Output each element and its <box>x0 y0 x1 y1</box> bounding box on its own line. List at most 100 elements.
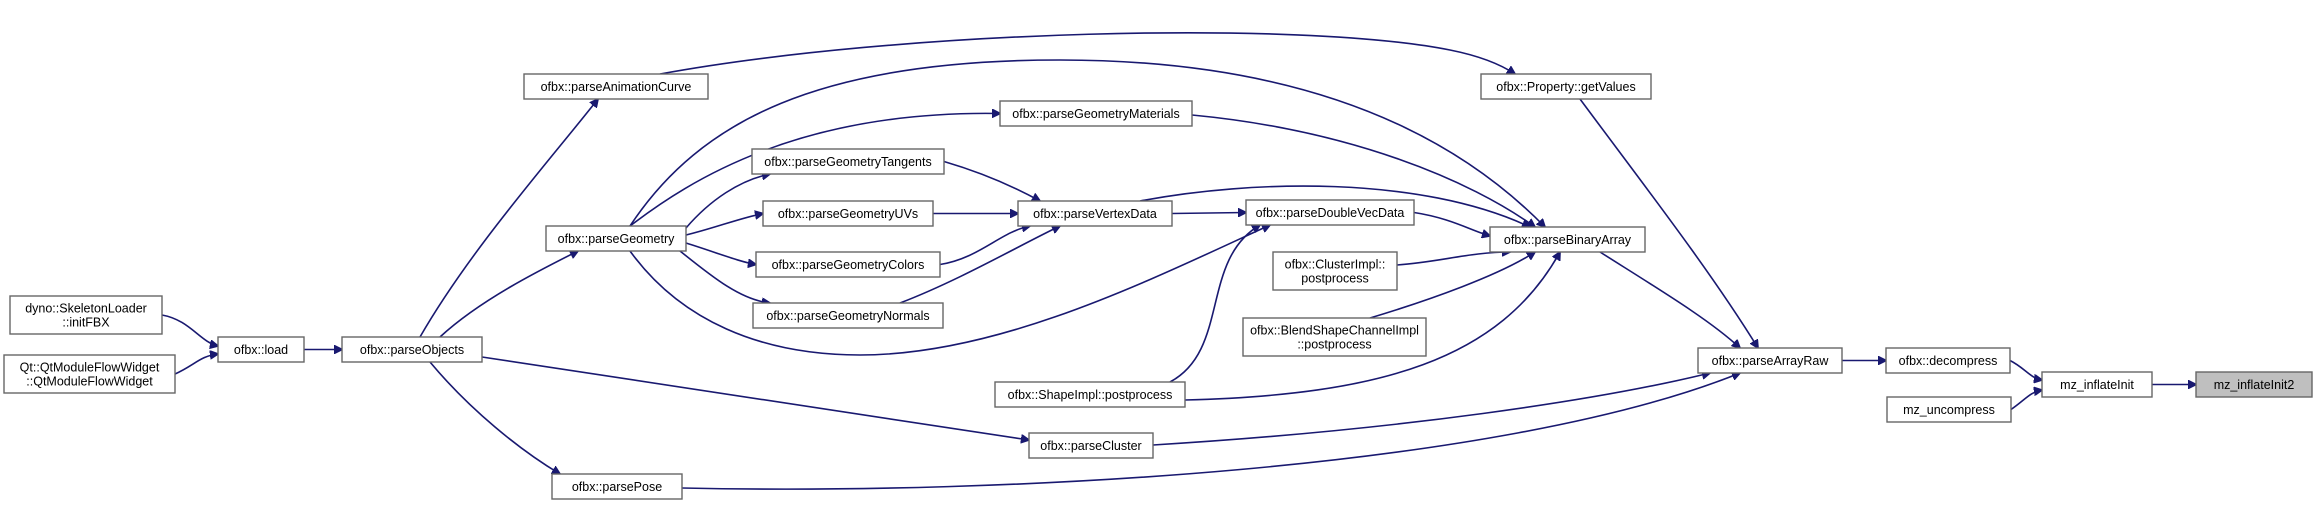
node-dyno_skeleton[interactable]: dyno::SkeletonLoader::initFBX <box>9 295 163 335</box>
node-box-parseCluster <box>1028 432 1154 459</box>
node-label-parseGeometryColors-0: ofbx::parseGeometryColors <box>772 258 925 272</box>
node-parseBinaryArray[interactable]: ofbx::parseBinaryArray <box>1489 226 1646 253</box>
edge-parseBinaryArray-to-parseArrayRaw <box>1599 251 1740 348</box>
edge-parseObjects-to-parseGeometry <box>439 251 578 338</box>
node-box-shapePostprocess <box>994 381 1186 408</box>
node-parseGeometry[interactable]: ofbx::parseGeometry <box>545 225 687 252</box>
edge-parseCluster-to-parseArrayRaw <box>1152 373 1710 446</box>
edge-shapePostprocess-to-parseDoubleVecData <box>1169 225 1260 383</box>
node-parseGeometryTangents[interactable]: ofbx::parseGeometryTangents <box>751 148 945 175</box>
edge-propertyGetValues-to-parseArrayRaw <box>1579 98 1758 348</box>
node-blendShapePostprocess[interactable]: ofbx::BlendShapeChannelImpl::postprocess <box>1242 317 1427 357</box>
node-parseGeometryMaterials[interactable]: ofbx::parseGeometryMaterials <box>999 100 1193 127</box>
node-box-propertyGetValues <box>1480 73 1652 100</box>
node-shapePostprocess[interactable]: ofbx::ShapeImpl::postprocess <box>994 381 1186 408</box>
node-mzInflateInit2[interactable]: mz_inflateInit2 <box>2195 371 2313 398</box>
edge-parseObjects-to-parseCluster <box>481 356 1029 440</box>
edge-clusterPostprocess-to-parseBinaryArray <box>1396 252 1510 266</box>
node-label-dyno_skeleton-1: ::initFBX <box>62 316 110 330</box>
edge-parseGeometryTangents-to-parseVertexData <box>943 160 1040 202</box>
node-box-dyno_skeleton <box>9 295 163 335</box>
node-parseDoubleVecData[interactable]: ofbx::parseDoubleVecData <box>1245 199 1415 226</box>
node-label-parseDoubleVecData-0: ofbx::parseDoubleVecData <box>1256 206 1405 220</box>
node-parseGeometryUVs[interactable]: ofbx::parseGeometryUVs <box>762 200 934 227</box>
node-label-parseCluster-0: ofbx::parseCluster <box>1040 439 1141 453</box>
edge-blendShapePostprocess-to-parseBinaryArray <box>1369 252 1535 319</box>
node-load[interactable]: ofbx::load <box>217 336 305 363</box>
node-parseAnimationCurve[interactable]: ofbx::parseAnimationCurve <box>523 73 709 100</box>
node-label-decompress-0: ofbx::decompress <box>1899 354 1998 368</box>
node-label-parseAnimationCurve-0: ofbx::parseAnimationCurve <box>541 80 692 94</box>
node-label-parseGeometry-0: ofbx::parseGeometry <box>558 232 675 246</box>
edge-parseGeometry-to-parseGeometryColors <box>685 242 756 265</box>
node-box-parseObjects <box>341 336 483 363</box>
edge-mzUncompress-to-mzInflateInit <box>2010 390 2042 411</box>
node-box-parseGeometry <box>545 225 687 252</box>
node-parseArrayRaw[interactable]: ofbx::parseArrayRaw <box>1697 347 1843 374</box>
node-label-parsePose-0: ofbx::parsePose <box>572 480 662 494</box>
node-mzUncompress[interactable]: mz_uncompress <box>1886 396 2012 423</box>
node-label-clusterPostprocess-1: postprocess <box>1301 272 1368 286</box>
node-box-parseGeometryUVs <box>762 200 934 227</box>
node-label-dyno_skeleton-0: dyno::SkeletonLoader <box>25 302 147 316</box>
node-propertyGetValues[interactable]: ofbx::Property::getValues <box>1480 73 1652 100</box>
node-parseGeometryColors[interactable]: ofbx::parseGeometryColors <box>755 251 941 278</box>
node-label-mzUncompress-0: mz_uncompress <box>1903 403 1995 417</box>
node-label-parseVertexData-0: ofbx::parseVertexData <box>1033 207 1157 221</box>
node-label-mzInflateInit2-0: mz_inflateInit2 <box>2214 378 2295 392</box>
node-parseGeometryNormals[interactable]: ofbx::parseGeometryNormals <box>752 302 944 329</box>
node-label-mzInflateInit-0: mz_inflateInit <box>2060 378 2134 392</box>
node-parseCluster[interactable]: ofbx::parseCluster <box>1028 432 1154 459</box>
edge-parseDoubleVecData-to-parseBinaryArray <box>1413 211 1490 237</box>
node-label-clusterPostprocess-0: ofbx::ClusterImpl:: <box>1285 258 1386 272</box>
node-label-shapePostprocess-0: ofbx::ShapeImpl::postprocess <box>1008 388 1173 402</box>
edge-parseGeometry-to-parseGeometryUVs <box>685 214 763 236</box>
node-box-parseVertexData <box>1017 200 1173 227</box>
node-label-qt_flow-0: Qt::QtModuleFlowWidget <box>20 361 160 375</box>
node-label-parseObjects-0: ofbx::parseObjects <box>360 343 464 357</box>
node-box-parsePose <box>551 473 683 500</box>
node-parseVertexData[interactable]: ofbx::parseVertexData <box>1017 200 1173 227</box>
edge-parseGeometry-to-parseGeometryTangents <box>685 174 770 229</box>
node-label-blendShapePostprocess-1: ::postprocess <box>1297 338 1371 352</box>
node-mzInflateInit[interactable]: mz_inflateInit <box>2041 371 2153 398</box>
edge-decompress-to-mzInflateInit <box>2009 359 2042 381</box>
edge-parseGeometryNormals-to-parseVertexData <box>899 226 1060 304</box>
edge-parseVertexData-to-parseBinaryArray <box>1139 185 1530 227</box>
node-label-parseGeometryNormals-0: ofbx::parseGeometryNormals <box>766 309 929 323</box>
edge-parseVertexData-to-parseDoubleVecData <box>1171 213 1246 214</box>
edge-parseGeometryColors-to-parseVertexData <box>939 226 1030 266</box>
node-clusterPostprocess[interactable]: ofbx::ClusterImpl::postprocess <box>1272 251 1398 291</box>
node-label-qt_flow-1: ::QtModuleFlowWidget <box>26 375 153 389</box>
edge-parseObjects-to-parsePose <box>429 361 560 474</box>
node-box-parseGeometryTangents <box>751 148 945 175</box>
node-box-parseAnimationCurve <box>523 73 709 100</box>
node-decompress[interactable]: ofbx::decompress <box>1885 347 2011 374</box>
edge-parseGeometry-to-parseDoubleVecData <box>629 225 1270 356</box>
node-box-mzInflateInit <box>2041 371 2153 398</box>
node-box-parseArrayRaw <box>1697 347 1843 374</box>
node-label-parseBinaryArray-0: ofbx::parseBinaryArray <box>1504 233 1632 247</box>
node-qt_flow[interactable]: Qt::QtModuleFlowWidget::QtModuleFlowWidg… <box>3 354 176 394</box>
node-parseObjects[interactable]: ofbx::parseObjects <box>341 336 483 363</box>
edge-parseGeometry-to-parseBinaryArray <box>629 59 1545 227</box>
node-box-decompress <box>1885 347 2011 374</box>
node-label-propertyGetValues-0: ofbx::Property::getValues <box>1496 80 1635 94</box>
edge-qt_flow-to-load <box>174 354 218 375</box>
node-label-blendShapePostprocess-0: ofbx::BlendShapeChannelImpl <box>1250 324 1419 338</box>
node-label-parseGeometryTangents-0: ofbx::parseGeometryTangents <box>764 155 931 169</box>
node-parsePose[interactable]: ofbx::parsePose <box>551 473 683 500</box>
edge-parseGeometryMaterials-to-parseBinaryArray <box>1191 114 1535 227</box>
node-box-parseDoubleVecData <box>1245 199 1415 226</box>
edge-parseGeometry-to-parseGeometryNormals <box>679 250 770 303</box>
node-box-load <box>217 336 305 363</box>
node-box-parseGeometryNormals <box>752 302 944 329</box>
edge-parseAnimationCurve-to-propertyGetValues <box>659 31 1515 74</box>
node-box-mzInflateInit2 <box>2195 371 2313 398</box>
node-box-parseGeometryMaterials <box>999 100 1193 127</box>
node-label-parseGeometryMaterials-0: ofbx::parseGeometryMaterials <box>1012 107 1179 121</box>
node-label-parseGeometryUVs-0: ofbx::parseGeometryUVs <box>778 207 918 221</box>
node-box-qt_flow <box>3 354 176 394</box>
node-box-clusterPostprocess <box>1272 251 1398 291</box>
